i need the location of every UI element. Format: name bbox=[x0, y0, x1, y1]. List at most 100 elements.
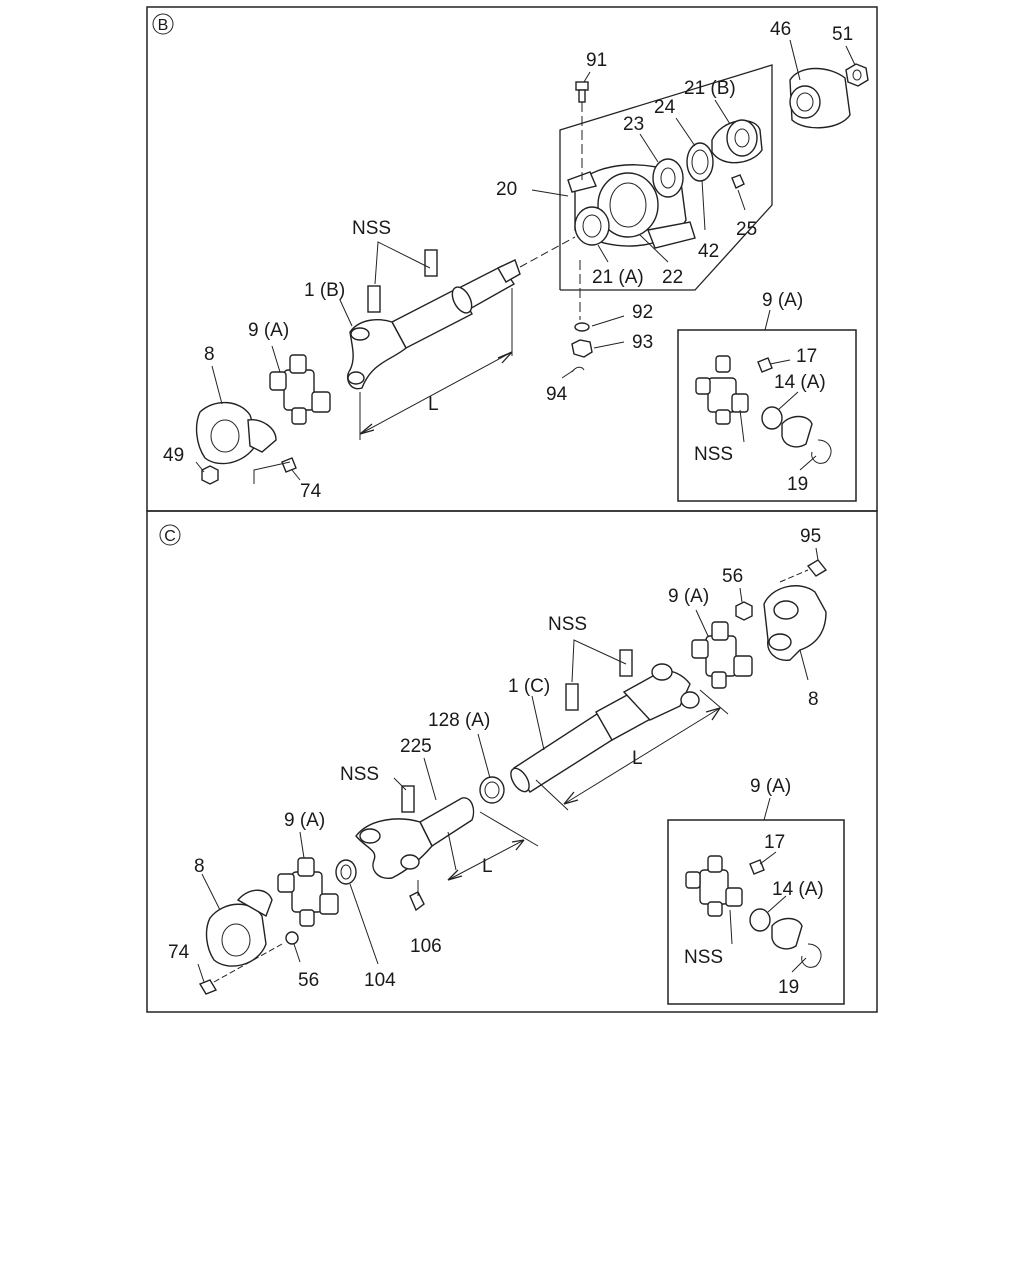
inset-b-frame bbox=[677, 329, 857, 502]
nut-51 bbox=[845, 63, 869, 87]
inset-c-label-nss: NSS bbox=[684, 947, 723, 968]
bolt-91 bbox=[575, 81, 589, 180]
label-91: 91 bbox=[586, 50, 607, 71]
inset-c-label-19: 19 bbox=[778, 977, 799, 998]
seal-128a bbox=[479, 776, 505, 804]
universal-joint-cross-9a bbox=[269, 354, 331, 425]
universal-joint-cross-9a-top bbox=[691, 621, 753, 689]
label-8: 8 bbox=[204, 344, 215, 365]
inset-b-cup bbox=[781, 415, 813, 448]
section-b: B bbox=[146, 6, 878, 512]
section-b-marker: B bbox=[158, 17, 169, 34]
section-c: C bbox=[146, 510, 878, 1013]
bolt-74 bbox=[281, 457, 297, 473]
label-25: 25 bbox=[736, 219, 757, 240]
label-1b: 1 (B) bbox=[304, 280, 345, 301]
label-nss-1: NSS bbox=[352, 218, 391, 239]
bearing-23 bbox=[652, 158, 684, 198]
universal-joint-cross-9a-left bbox=[277, 857, 339, 927]
bearing-group-outline bbox=[559, 64, 773, 291]
nut-93 bbox=[571, 339, 593, 358]
washer-92 bbox=[574, 322, 590, 332]
section-c-inset bbox=[667, 797, 845, 1005]
section-b-marker-circle bbox=[152, 13, 174, 35]
label-24: 24 bbox=[654, 97, 676, 118]
nut-56 bbox=[285, 931, 299, 945]
inset-c-frame bbox=[667, 819, 845, 1005]
inset-b-cross bbox=[695, 355, 749, 425]
grease-fitting-106 bbox=[409, 891, 425, 912]
nut-49 bbox=[201, 465, 219, 485]
label-20: 20 bbox=[496, 179, 517, 200]
inset-c-title: 9 (A) bbox=[750, 776, 791, 797]
companion-flange-46 bbox=[789, 67, 851, 129]
inset-b-snap-ring-19 bbox=[811, 439, 832, 464]
label-104: 104 bbox=[364, 970, 396, 991]
label-92: 92 bbox=[632, 302, 653, 323]
inset-c-snap-ring-19 bbox=[801, 943, 822, 968]
grease-fitting-25 bbox=[731, 174, 745, 189]
label-49: 49 bbox=[163, 445, 184, 466]
balance-plate-nss-4 bbox=[619, 649, 633, 677]
label-56-top: 56 bbox=[722, 566, 743, 587]
label-95: 95 bbox=[800, 526, 821, 547]
slip-yoke-225 bbox=[355, 797, 475, 879]
nut-56-top bbox=[735, 601, 753, 621]
bolt-95 bbox=[806, 559, 828, 577]
inset-c-cup bbox=[771, 917, 803, 950]
propeller-shaft-1b bbox=[346, 236, 576, 390]
cotter-pin-94 bbox=[571, 366, 585, 373]
section-c-marker: C bbox=[164, 528, 176, 545]
balance-plate-nss-1 bbox=[367, 285, 381, 313]
label-42: 42 bbox=[698, 241, 719, 262]
label-56: 56 bbox=[298, 970, 319, 991]
label-8-left: 8 bbox=[194, 856, 205, 877]
flange-yoke-8 bbox=[195, 401, 277, 465]
inset-c-cross bbox=[685, 855, 743, 917]
inset-b-fitting-17 bbox=[757, 357, 773, 373]
label-l-1: L bbox=[632, 748, 643, 769]
label-9a: 9 (A) bbox=[248, 320, 289, 341]
inset-c-label-14a: 14 (A) bbox=[772, 879, 824, 900]
inset-b-label-nss: NSS bbox=[694, 444, 733, 465]
seal-24 bbox=[686, 142, 714, 182]
inset-b-seal-14a bbox=[761, 406, 783, 430]
inset-b-title: 9 (A) bbox=[762, 290, 803, 311]
flange-21b bbox=[711, 119, 763, 164]
label-94: 94 bbox=[546, 384, 568, 405]
label-nss-left: NSS bbox=[340, 764, 379, 785]
label-46: 46 bbox=[770, 19, 791, 40]
section-b-inset bbox=[677, 309, 857, 502]
label-22: 22 bbox=[662, 267, 683, 288]
label-74: 74 bbox=[300, 481, 322, 502]
label-1c: 1 (C) bbox=[508, 676, 550, 697]
balance-plate-nss-5 bbox=[401, 785, 415, 813]
label-23: 23 bbox=[623, 114, 644, 135]
label-51: 51 bbox=[832, 24, 853, 45]
flange-yoke-8-right bbox=[763, 585, 827, 661]
flange-yoke-8-left bbox=[205, 889, 273, 967]
propeller-shaft-1c bbox=[510, 663, 700, 793]
label-106: 106 bbox=[410, 936, 442, 957]
label-l: L bbox=[428, 394, 439, 415]
label-21a: 21 (A) bbox=[592, 267, 644, 288]
section-c-frame bbox=[146, 510, 878, 1013]
inset-b-label-17: 17 bbox=[796, 346, 817, 367]
label-l-2: L bbox=[482, 856, 493, 877]
inset-b-label-19: 19 bbox=[787, 474, 808, 495]
bearing-21a bbox=[574, 206, 610, 246]
balance-plate-nss-2 bbox=[424, 249, 438, 277]
label-9a-left: 9 (A) bbox=[284, 810, 325, 831]
label-128a: 128 (A) bbox=[428, 710, 490, 731]
label-74-c: 74 bbox=[168, 942, 190, 963]
label-93: 93 bbox=[632, 332, 653, 353]
inset-c-label-17: 17 bbox=[764, 832, 785, 853]
balance-plate-nss-3 bbox=[565, 683, 579, 711]
bolt-74-c bbox=[198, 979, 218, 995]
section-c-marker-circle bbox=[159, 524, 181, 546]
label-nss-top: NSS bbox=[548, 614, 587, 635]
inset-b-label-14a: 14 (A) bbox=[774, 372, 826, 393]
label-9a-top: 9 (A) bbox=[668, 586, 709, 607]
label-225: 225 bbox=[400, 736, 432, 757]
